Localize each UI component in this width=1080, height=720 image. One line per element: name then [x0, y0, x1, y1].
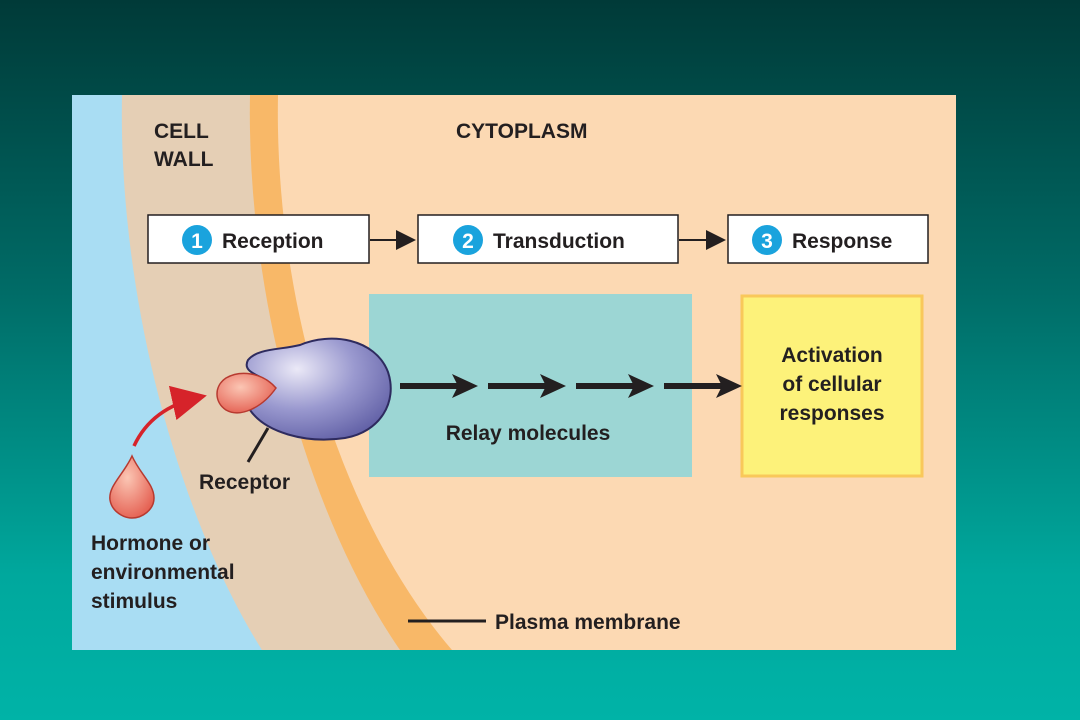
receptor-pointer-line	[246, 427, 270, 463]
hormone-label-line3: stimulus	[91, 590, 177, 613]
relay-arrow-4	[664, 374, 742, 398]
relay-molecules-label: Relay molecules	[446, 422, 611, 445]
step-box-response	[727, 214, 929, 264]
step-label-transduction: Transduction	[493, 230, 625, 253]
response-box-line3: responses	[779, 402, 884, 425]
response-box	[740, 294, 924, 478]
step-number-3: 3	[761, 230, 773, 253]
relay-arrows	[400, 374, 742, 398]
step-label-response: Response	[792, 230, 892, 253]
cell-wall-label-line2: WALL	[154, 148, 214, 171]
hormone-label-line1: Hormone or	[91, 532, 210, 555]
bound-hormone-drop	[216, 372, 277, 414]
step-number-2: 2	[462, 230, 474, 253]
hormone-label-line2: environmental	[91, 561, 235, 584]
relay-arrow-1	[400, 374, 478, 398]
receptor-shape	[245, 337, 392, 441]
response-box-line2: of cellular	[782, 373, 881, 396]
relay-arrow-2	[488, 374, 566, 398]
receptor-label: Receptor	[199, 471, 290, 494]
step-label-reception: Reception	[222, 230, 324, 253]
step-number-circle-1	[182, 225, 212, 255]
step-number-1: 1	[191, 230, 203, 253]
cytoplasm-label: CYTOPLASM	[456, 120, 587, 143]
cell-wall-label-line1: CELL	[154, 120, 209, 143]
relay-arrow-3	[576, 374, 654, 398]
step-number-circle-2	[453, 225, 483, 255]
hormone-binding-arrow	[132, 385, 207, 447]
hormone-drop	[109, 454, 155, 519]
step-number-circle-3	[752, 225, 782, 255]
plasma-membrane-label: Plasma membrane	[495, 611, 681, 634]
response-box-line1: Activation	[781, 344, 883, 367]
